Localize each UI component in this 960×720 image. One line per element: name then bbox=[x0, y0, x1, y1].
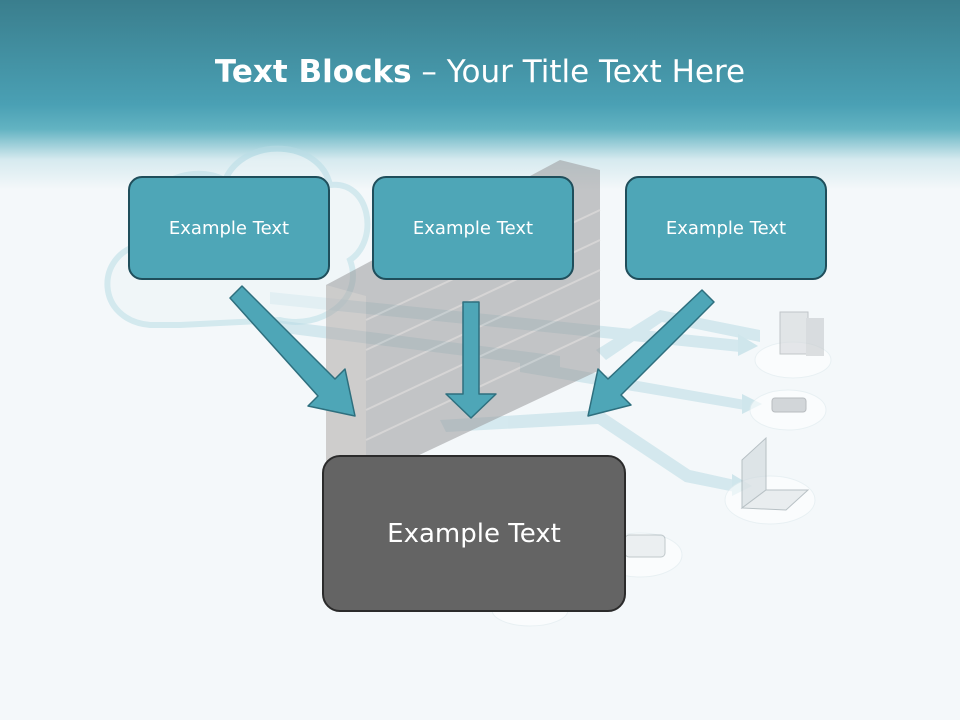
phone-icon bbox=[771, 397, 807, 413]
slide-title: Text Blocks – Your Title Text Here bbox=[0, 54, 960, 90]
text-block-1-label: Example Text bbox=[168, 217, 290, 239]
arrow-left bbox=[229, 285, 356, 417]
text-block-3[interactable]: Example Text bbox=[625, 176, 827, 280]
arrow-right bbox=[587, 289, 715, 417]
monitor-icon bbox=[779, 311, 824, 356]
result-block[interactable]: Example Text bbox=[322, 455, 626, 612]
result-block-label: Example Text bbox=[387, 518, 561, 549]
laptop-icon bbox=[740, 436, 810, 511]
text-block-2-label: Example Text bbox=[412, 217, 534, 239]
text-block-3-label: Example Text bbox=[665, 217, 787, 239]
text-block-1[interactable]: Example Text bbox=[128, 176, 330, 280]
title-bold: Text Blocks bbox=[214, 54, 412, 90]
title-band bbox=[0, 0, 960, 190]
title-dash: – bbox=[411, 54, 447, 90]
arrow-center bbox=[445, 301, 497, 419]
title-rest: Your Title Text Here bbox=[446, 54, 746, 90]
text-block-2[interactable]: Example Text bbox=[372, 176, 574, 280]
